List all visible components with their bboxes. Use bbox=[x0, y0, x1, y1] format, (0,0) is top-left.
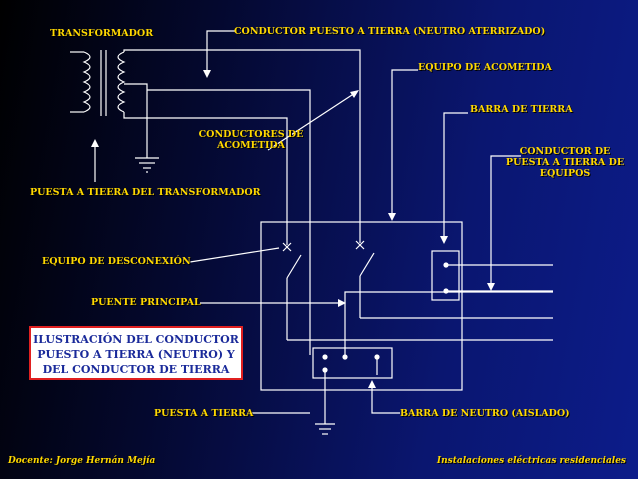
pointer-barra-tierra bbox=[443, 112, 468, 238]
ground-bar-terminal-2 bbox=[443, 288, 449, 294]
label-puesta-tierra-transformador: PUESTA A TIEERA DEL TRANSFORMADOR bbox=[30, 187, 261, 198]
label-conductor-puesto-tierra: CONDUCTOR PUESTO A TIERRA (NEUTRO ATERRI… bbox=[234, 26, 546, 37]
pointer-equipo-desconexion bbox=[189, 247, 280, 263]
pointer-conductores-acometida bbox=[267, 92, 356, 151]
title-box-line3: DEL CONDUCTOR DE TIERRA bbox=[42, 363, 230, 376]
label-conductores-acometida: CONDUCTORES DE ACOMETIDA bbox=[196, 129, 306, 151]
arrowhead-puente-principal bbox=[338, 299, 346, 307]
ground-bar bbox=[431, 250, 460, 301]
pointer-barra-neutro bbox=[371, 385, 400, 414]
phase-line-1 bbox=[123, 49, 361, 243]
label-conductor-equipos-line1: CONDUCTOR DE bbox=[519, 146, 611, 157]
arrowhead-equipo-acometida bbox=[388, 213, 396, 221]
label-conductores-acometida-line2: ACOMETIDA bbox=[216, 140, 286, 151]
neutral-terminal-1 bbox=[322, 354, 328, 360]
neutral-terminal-2 bbox=[342, 354, 348, 360]
label-equipo-acometida: EQUIPO DE ACOMETIDA bbox=[418, 62, 552, 73]
neutral-bar bbox=[312, 347, 393, 379]
footer-author: Docente: Jorge Hernán Mejía bbox=[8, 456, 156, 466]
label-barra-neutro: BARRA DE NEUTRO (AISLADO) bbox=[400, 408, 570, 419]
service-equipment-enclosure bbox=[260, 221, 463, 391]
neutral-terminal-3 bbox=[374, 354, 380, 360]
arrowhead-conductor-puesto-tierra bbox=[203, 70, 211, 78]
neutral-to-service bbox=[147, 89, 311, 355]
arrowhead-barra-neutro bbox=[368, 380, 376, 388]
transformer-primary-coil bbox=[82, 51, 91, 113]
label-conductores-acometida-line1: CONDUCTORES DE bbox=[198, 129, 304, 140]
label-barra-tierra: BARRA DE TIERRA bbox=[470, 104, 573, 115]
arrowhead-barra-tierra bbox=[440, 236, 448, 244]
label-puesta-tierra: PUESTA A TIERRA bbox=[154, 408, 254, 419]
pointer-equipo-acometida bbox=[391, 69, 418, 215]
label-transformador: TRANSFORMADOR bbox=[50, 28, 154, 39]
title-box-line1: ILUSTRACIÓN DEL CONDUCTOR bbox=[33, 333, 239, 346]
disconnect-switch-2-blade bbox=[359, 252, 375, 277]
pointer-conductor-puesto-tierra bbox=[206, 30, 235, 72]
label-puente-principal: PUENTE PRINCIPAL bbox=[91, 297, 201, 308]
disconnect-switch-2-x-b bbox=[355, 240, 365, 250]
disconnect-switch-1-blade bbox=[286, 254, 302, 279]
neutral-line bbox=[124, 83, 148, 158]
disconnect-switch-1-x-b bbox=[282, 242, 292, 252]
pointer-conductor-equipos bbox=[490, 155, 521, 285]
title-box: ILUSTRACIÓN DEL CONDUCTOR PUESTO A TIERR… bbox=[29, 326, 243, 380]
arrowhead-conductores-acometida bbox=[350, 90, 359, 98]
label-equipo-desconexion: EQUIPO DE DESCONEXIÓN bbox=[42, 256, 191, 267]
main-bonding-jumper bbox=[344, 291, 553, 355]
neutral-terminal-4 bbox=[322, 367, 328, 373]
transformer-secondary-coil bbox=[117, 51, 126, 113]
arrowhead-puesta-tierra-transformador bbox=[91, 139, 99, 147]
label-conductor-puesta-tierra-equipos: CONDUCTOR DE PUESTA A TIERRA DE EQUIPOS bbox=[505, 146, 625, 179]
label-conductor-equipos-line2: PUESTA A TIERRA DE bbox=[505, 157, 625, 168]
label-conductor-equipos-line3: EQUIPOS bbox=[539, 168, 591, 179]
phase-line-2 bbox=[123, 112, 288, 245]
title-box-line2: PUESTO A TIERRA (NEUTRO) Y bbox=[37, 348, 235, 361]
footer-course: Instalaciones eléctricas residenciales bbox=[436, 456, 626, 466]
ground-bar-terminal-1 bbox=[443, 262, 449, 268]
arrowhead-conductor-equipos bbox=[487, 283, 495, 291]
